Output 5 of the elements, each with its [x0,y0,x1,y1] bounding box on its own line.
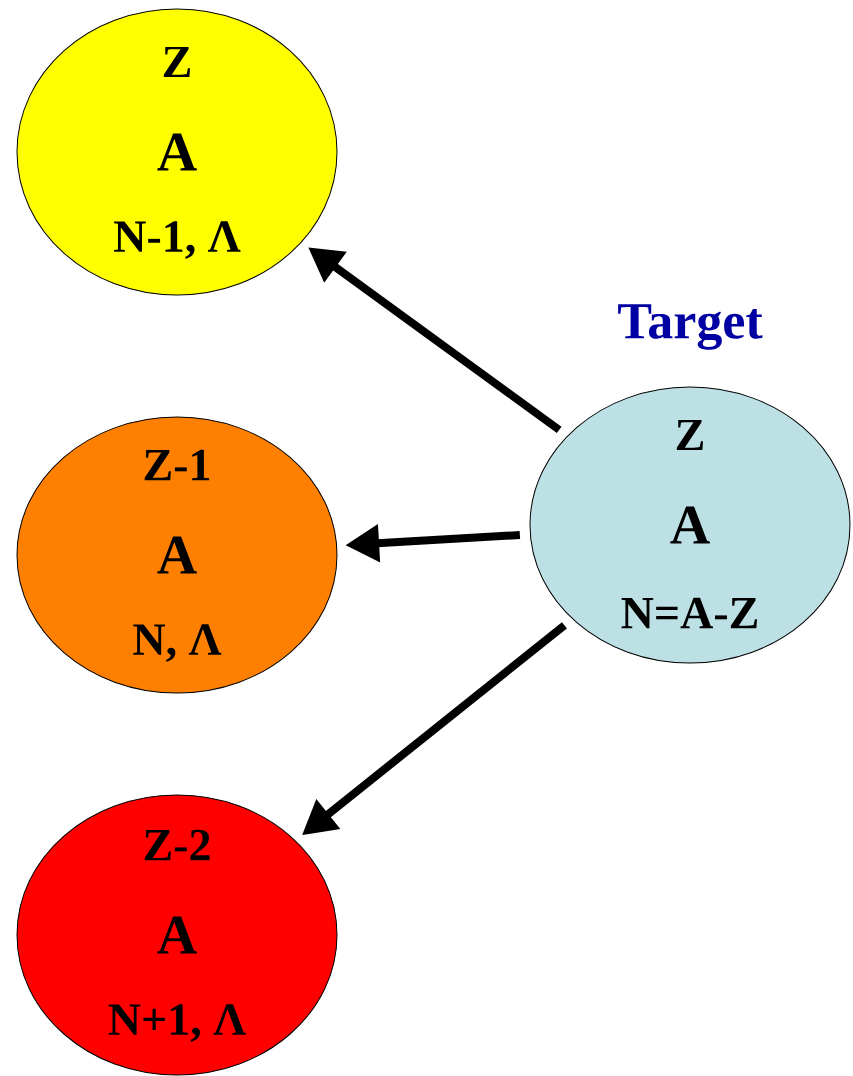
ellipse-node: Z A N-1, Λ [16,8,338,296]
ellipse-node: Target Z A N=A-Z [529,304,851,664]
node-label: Target [618,304,763,350]
ellipse-node: Z-2 A N+1, Λ [16,794,338,1076]
ellipse-node: Z-1 A N, Λ [16,416,338,694]
